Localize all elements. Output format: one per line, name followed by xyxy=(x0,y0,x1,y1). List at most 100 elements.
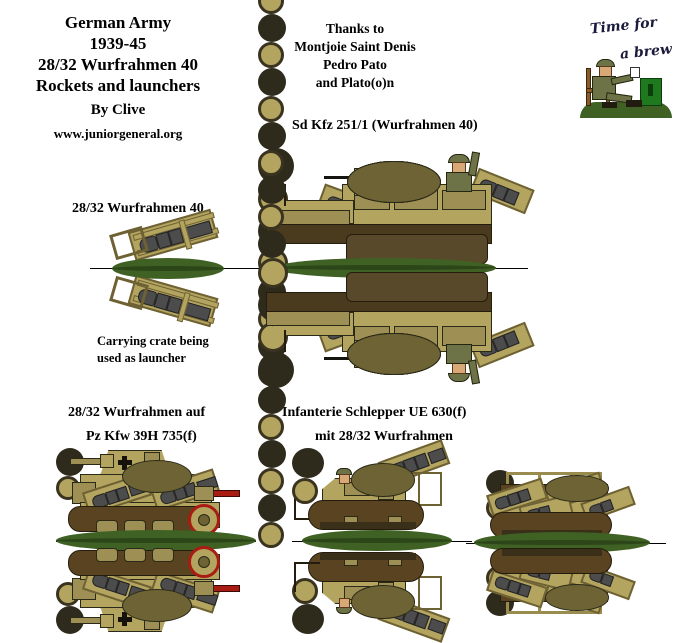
crew-helmet-icon xyxy=(336,607,352,614)
credit-name-0: Montjoie Saint Denis xyxy=(294,39,416,54)
credits-heading: Thanks to xyxy=(325,21,385,36)
road-wheel-hub xyxy=(258,161,441,548)
front-wheel-tyre xyxy=(258,352,294,388)
balkenkreuz-icon-v xyxy=(122,456,127,470)
author-credit: By Clive xyxy=(90,102,146,118)
halftrack-mirrored xyxy=(258,0,535,388)
ue630-upright xyxy=(292,439,472,540)
title-line-4: Rockets and launchers xyxy=(35,76,201,95)
website-url: www.juniorgeneral.org xyxy=(53,126,183,141)
time-for-a-brew-vignette: Time for a brew xyxy=(578,12,688,118)
caption-crate-line2: used as launcher xyxy=(97,351,186,365)
figure-ue630-rack xyxy=(466,470,666,616)
bogie xyxy=(96,548,118,562)
rear-sprocket-hub xyxy=(198,514,210,526)
front-idler xyxy=(292,448,324,478)
h39-mirrored xyxy=(56,542,256,634)
jerrycan-handle xyxy=(648,84,653,96)
front-idler xyxy=(292,604,324,634)
green-base-shadow xyxy=(474,540,650,545)
rocket-body xyxy=(600,573,615,588)
road-wheel-hub xyxy=(258,42,441,375)
road-wheel-hub xyxy=(258,161,441,440)
soldier-boot xyxy=(626,100,642,107)
brew-text-line-2: a brew xyxy=(619,41,673,63)
antenna xyxy=(284,330,286,352)
road-wheel-hub xyxy=(258,161,441,494)
drive-sprocket-hub xyxy=(258,258,441,375)
gun-mantlet xyxy=(100,454,114,468)
title-line-1: German Army xyxy=(64,13,172,32)
rocket-body xyxy=(517,488,532,504)
track-run xyxy=(346,272,488,302)
h39-upright xyxy=(56,448,256,540)
rocket-body xyxy=(427,447,447,465)
title-block: German Army 1939-45 28/32 Wurfrahmen 40 … xyxy=(0,12,236,144)
rocket-body xyxy=(517,582,532,598)
scale-bracket-horz xyxy=(294,562,320,564)
lower-track-face xyxy=(320,522,416,529)
title-line-3: 28/32 Wurfrahmen 40 xyxy=(38,55,198,74)
label-h39-line1: 28/32 Wurfrahmen auf xyxy=(68,405,206,420)
title-line-2: 1939-45 xyxy=(89,34,147,53)
green-base-shadow xyxy=(274,265,496,270)
crew-torso xyxy=(446,172,472,192)
bogie xyxy=(124,548,146,562)
launch-tube-mount xyxy=(194,581,214,596)
side-panel xyxy=(442,190,486,210)
road-wheel-hub xyxy=(258,96,441,375)
road-wheel xyxy=(258,176,286,204)
green-base-shadow xyxy=(112,266,224,271)
road-wheel xyxy=(258,386,286,414)
road-wheel xyxy=(258,440,286,468)
green-base-shadow xyxy=(302,538,452,543)
scale-bracket-vert xyxy=(294,490,296,520)
rocket-body xyxy=(427,617,447,635)
road-wheel xyxy=(258,230,286,258)
ue630-mirrored xyxy=(292,542,472,643)
lower-track-face xyxy=(320,553,416,560)
figure-pzkfw-39h xyxy=(56,448,256,634)
ue630-rack-mirrored xyxy=(486,544,666,616)
road-wheel xyxy=(258,494,286,522)
label-sdkfz251: Sd Kfz 251/1 (Wurfrahmen 40) xyxy=(292,118,478,133)
crew-helmet-icon xyxy=(448,373,470,382)
mug-icon xyxy=(630,67,640,78)
road-wheel-hub xyxy=(258,0,441,375)
label-h39-line2: Pz Kfw 39H 735(f) xyxy=(86,429,197,444)
credits-block: Thanks to Montjoie Saint Denis Pedro Pat… xyxy=(240,20,470,92)
crew-head xyxy=(339,598,350,608)
soldier-boot-2 xyxy=(602,102,617,108)
figure-sdkfz-251 xyxy=(258,0,535,548)
label-ue630-line1: Infanterie Schlepper UE 630(f) xyxy=(282,405,467,420)
main-gun-barrel xyxy=(70,458,104,465)
road-wheel-hub xyxy=(258,204,441,375)
road-wheel-hub xyxy=(258,150,441,375)
scale-bracket-vert xyxy=(294,562,296,592)
lower-track-face xyxy=(502,549,602,556)
road-wheel xyxy=(258,14,286,42)
front-idler-hub xyxy=(292,463,415,504)
rocket-body xyxy=(600,498,615,513)
halftrack-upright xyxy=(258,148,535,548)
credit-name-2: and Plato(o)n xyxy=(315,75,395,90)
label-ue630-line2: mit 28/32 Wurfrahmen xyxy=(315,429,453,444)
road-wheel xyxy=(258,68,286,96)
chair-back xyxy=(586,68,591,106)
front-idler-hub xyxy=(56,460,192,500)
crew-head xyxy=(339,474,350,484)
side-panel xyxy=(442,326,486,346)
gun-mantlet xyxy=(100,614,114,628)
main-gun-barrel xyxy=(70,617,104,624)
credit-name-1: Pedro Pato xyxy=(323,57,387,72)
road-wheel xyxy=(258,122,286,150)
hull-nose-lower xyxy=(266,310,350,326)
scale-bracket-horz xyxy=(294,518,320,520)
bogie xyxy=(152,548,174,562)
brew-text-line-1: Time for xyxy=(589,14,658,38)
launch-tube-mount xyxy=(194,486,214,501)
green-base-shadow xyxy=(56,538,256,543)
figure-crate-launcher xyxy=(90,208,270,330)
rear-sprocket-hub xyxy=(198,556,210,568)
